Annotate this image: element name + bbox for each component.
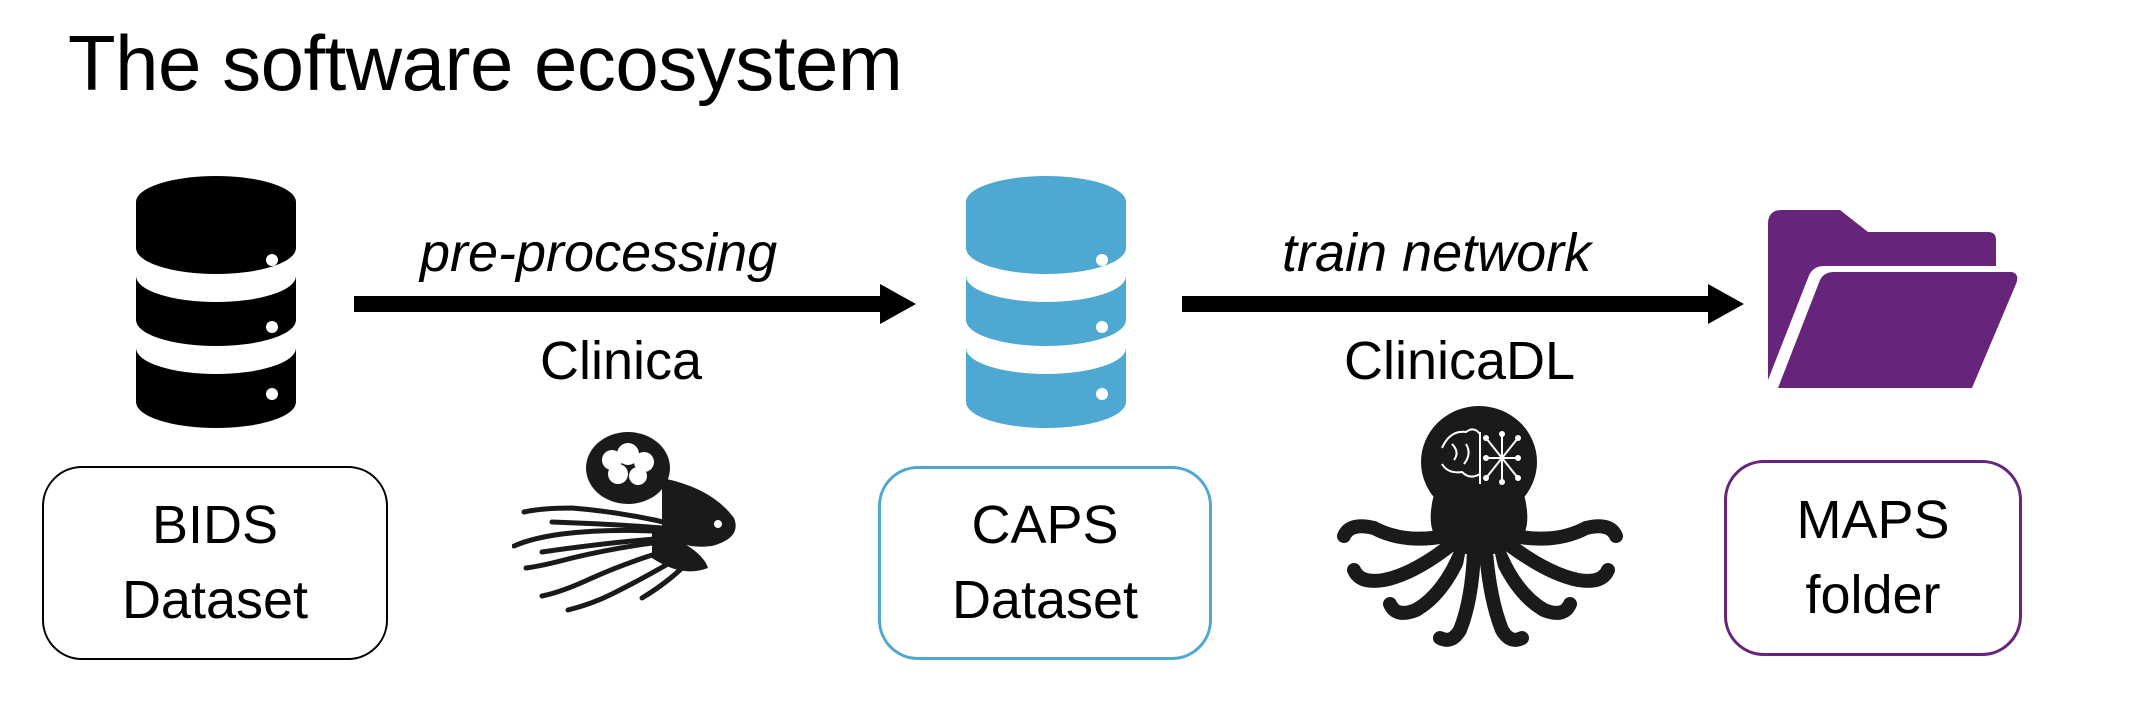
caps-dataset-box: CAPS Dataset — [878, 466, 1212, 660]
clinicadl-octopus-logo — [1337, 406, 1623, 647]
database-icon — [966, 176, 1126, 428]
bids-dataset-box: BIDS Dataset — [42, 466, 388, 660]
edge-step-label: pre-processing — [420, 223, 778, 283]
page-title: The software ecosystem — [68, 19, 903, 107]
node-subtitle: Dataset — [121, 570, 309, 630]
database-icon — [136, 176, 296, 428]
node-subtitle: folder — [1805, 565, 1941, 625]
maps-folder-box: MAPS folder — [1724, 460, 2022, 656]
edge-step-label: train network — [1282, 223, 1592, 283]
node-title: MAPS — [1796, 490, 1950, 551]
edge-tool-label: ClinicaDL — [1344, 331, 1576, 391]
edge-tool-label: Clinica — [540, 331, 703, 391]
clinica-octopus-logo — [512, 432, 736, 613]
node-subtitle: Dataset — [951, 570, 1139, 630]
folder-open-icon — [1768, 210, 2018, 388]
node-title: BIDS — [151, 495, 279, 556]
arrow-bids-to-caps — [354, 284, 916, 324]
arrow-caps-to-maps — [1182, 284, 1744, 324]
node-title: CAPS — [971, 495, 1119, 556]
